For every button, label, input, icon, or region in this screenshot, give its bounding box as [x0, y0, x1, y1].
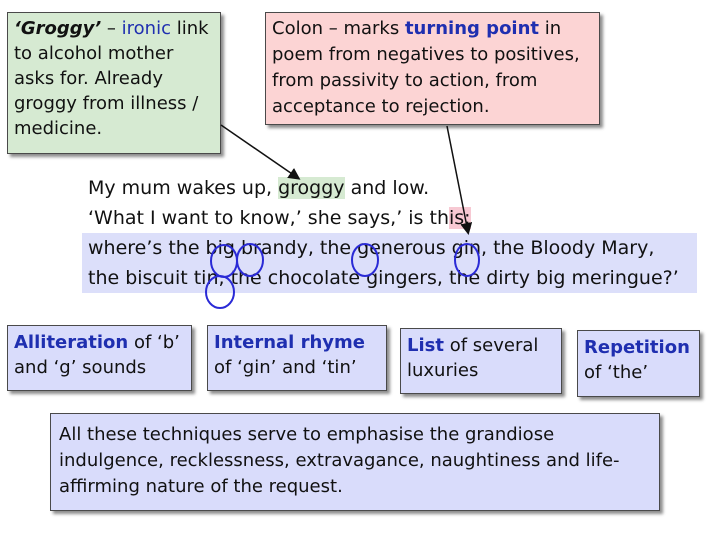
- technique-alliteration: Alliteration of ‘b’ and ‘g’ sounds: [7, 325, 192, 391]
- internal-rhyme-text: of ‘gin’ and ‘tin’: [214, 357, 357, 378]
- colon-pre: Colon – marks: [272, 18, 405, 39]
- poem-excerpt: My mum wakes up, groggy and low. ‘What I…: [82, 173, 697, 293]
- groggy-quote: ‘Groggy’: [14, 18, 102, 39]
- poem-line-4: the biscuit tin, the chocolate gingers, …: [88, 267, 679, 289]
- technique-repetition: Repetition of ‘the’: [577, 330, 700, 397]
- arrow-groggy: [220, 124, 301, 180]
- internal-rhyme-label: Internal rhyme: [214, 332, 365, 353]
- repetition-text: of ‘the’: [584, 362, 649, 383]
- poem-line-2: ‘What I want to know,’ she says,’ is thi…: [82, 203, 697, 233]
- summary-box: All these techniques serve to emphasise …: [50, 413, 660, 511]
- colon-rest: in poem from negatives to positives, fro…: [272, 18, 580, 117]
- list-label: List: [407, 335, 444, 356]
- annotation-groggy: ‘Groggy’ – ironic link to alcohol mother…: [7, 12, 221, 154]
- list-text: of several luxuries: [407, 335, 539, 381]
- groggy-accent: ironic: [121, 18, 171, 39]
- colon-accent: turning point: [404, 18, 540, 39]
- technique-internal-rhyme: Internal rhyme of ‘gin’ and ‘tin’: [207, 325, 387, 391]
- alliteration-label: Alliteration: [14, 332, 129, 353]
- poem-line-1-a: My mum wakes up,: [88, 177, 279, 199]
- summary-text: All these techniques serve to emphasise …: [59, 424, 620, 497]
- poem-colon-highlight: is:: [448, 207, 471, 229]
- poem-word-groggy: groggy: [278, 177, 345, 199]
- groggy-rest: link to alcohol mother asks for. Already…: [14, 18, 209, 139]
- technique-list: List of several luxuries: [400, 328, 562, 394]
- poem-line-1: My mum wakes up, groggy and low.: [82, 173, 697, 203]
- poem-line-2-a: ‘What I want to know,’ she says,’ is th: [88, 207, 449, 229]
- poem-line-1-b: and low.: [344, 177, 430, 199]
- groggy-dash: –: [101, 18, 122, 39]
- alliteration-text: of ‘b’ and ‘g’ sounds: [14, 332, 180, 378]
- repetition-label: Repetition: [584, 337, 690, 358]
- poem-highlight-band: where’s the big brandy, the generous gin…: [82, 233, 697, 293]
- annotation-colon: Colon – marks turning point in poem from…: [265, 12, 600, 125]
- poem-line-3: where’s the big brandy, the generous gin…: [88, 237, 655, 259]
